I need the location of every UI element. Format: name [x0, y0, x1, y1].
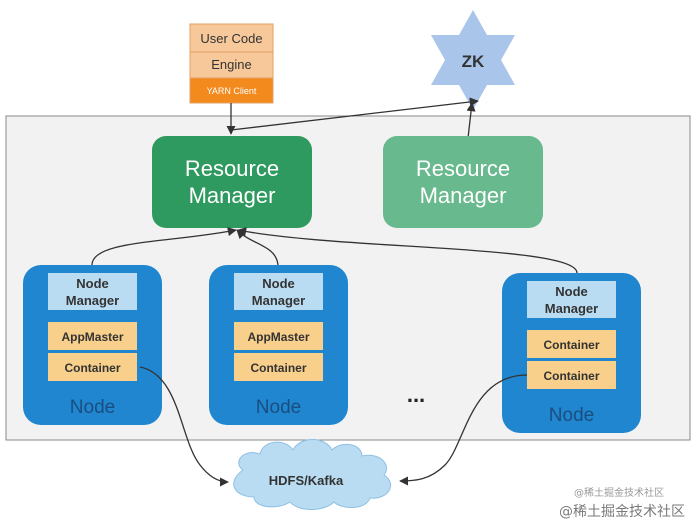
node-3-container-1 — [527, 330, 616, 358]
node-2-node-manager-line2: Manager — [252, 293, 305, 308]
node-2-container-label: Container — [250, 361, 306, 375]
hdfs-kafka-cloud: HDFS/Kafka — [233, 439, 391, 510]
user-code-box — [189, 23, 274, 53]
resource-manager-active-line1: Resource — [185, 156, 279, 181]
client-stack: User Code Engine YARN Client — [189, 23, 274, 104]
more-nodes-ellipsis: ... — [407, 382, 425, 407]
resource-manager-standby-box — [383, 136, 543, 228]
node-3: Node Manager Container Container Node — [502, 273, 641, 433]
node-1: Node Manager AppMaster Container Node — [23, 265, 162, 425]
node-3-node-manager — [527, 281, 616, 318]
node-3-container-2 — [527, 361, 616, 389]
yarn-client-label: YARN Client — [207, 86, 257, 96]
node-3-node-manager-line2: Manager — [545, 301, 598, 316]
node-1-container-label: Container — [64, 361, 120, 375]
watermark-large: @稀土掘金技术社区 — [559, 504, 685, 520]
resource-manager-standby-line2: Manager — [420, 183, 507, 208]
resource-manager-active-box — [152, 136, 312, 228]
resource-manager-standby: Resource Manager — [383, 136, 543, 228]
node-3-container-2-label: Container — [543, 369, 599, 383]
arrow-node3-to-rm — [237, 227, 578, 274]
resource-manager-active-line2: Manager — [189, 183, 276, 208]
node-2-node-manager — [234, 273, 323, 310]
node-1-node-manager-line2: Manager — [66, 293, 119, 308]
node-1-label: Node — [70, 397, 115, 418]
node-1-node-manager-line1: Node — [76, 276, 109, 291]
resource-manager-active: Resource Manager — [152, 136, 312, 228]
yarn-client-box — [189, 77, 274, 104]
arrow-client-to-zk — [230, 97, 479, 131]
node-3-container-1-label: Container — [543, 338, 599, 352]
cloud-shape — [233, 439, 391, 510]
node-2-container — [234, 353, 323, 381]
node-2-node-manager-line1: Node — [262, 276, 295, 291]
node-3-node-manager-line1: Node — [555, 284, 588, 299]
node-1-node-manager — [48, 273, 137, 310]
node-2-label: Node — [256, 397, 301, 418]
user-code-label: User Code — [200, 31, 262, 46]
arrow-node3-container-to-storage — [399, 374, 528, 486]
node-1-appmaster-label: AppMaster — [61, 330, 123, 344]
watermark-small: @稀土掘金技术社区 — [574, 488, 664, 499]
node-3-label: Node — [549, 405, 594, 426]
node-2-appmaster-label: AppMaster — [247, 330, 309, 344]
resource-manager-standby-line1: Resource — [416, 156, 510, 181]
node-2: Node Manager AppMaster Container Node — [209, 265, 348, 425]
node-1-appmaster — [48, 322, 137, 350]
arrow-node1-to-rm — [91, 227, 237, 266]
node-1-container — [48, 353, 137, 381]
engine-label: Engine — [211, 57, 251, 72]
node-2-appmaster — [234, 322, 323, 350]
arrow-standby-rm-to-zk — [466, 102, 476, 139]
zk-star-shape — [431, 10, 515, 110]
zookeeper: ZK — [431, 10, 515, 110]
storage-label: HDFS/Kafka — [269, 473, 344, 488]
zk-label: ZK — [462, 52, 485, 71]
arrow-node1-container-to-storage — [139, 366, 229, 487]
